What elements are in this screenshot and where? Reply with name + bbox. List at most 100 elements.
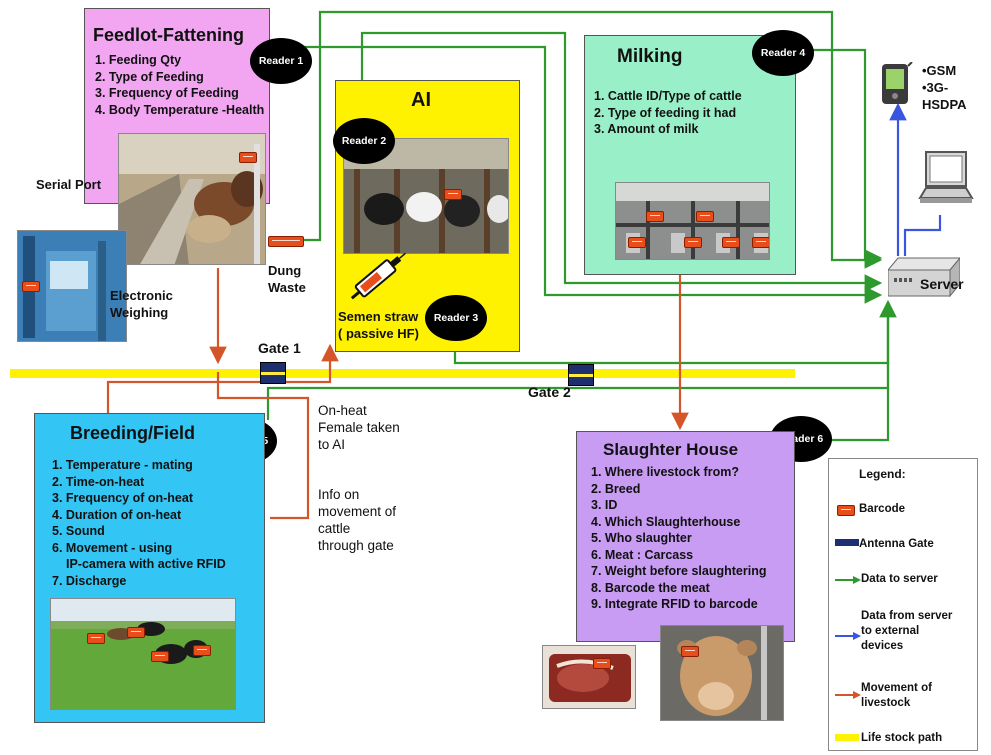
legend-antenna: Antenna Gate [859,538,934,550]
barcode-tag [752,237,769,248]
dung-label: Dung Waste [268,262,306,296]
legend-line: Movement of [861,682,932,694]
field-to-ai-line [216,372,310,520]
list-item: 5. Who slaughter [591,531,692,545]
reader-4: Reader 4 [752,30,814,76]
list-item: 7. Weight before slaughtering [591,564,767,578]
barcode-tag [193,645,211,656]
legend-data-from-server: Data from server to external devices [861,609,952,654]
legend-line: to external [861,625,920,637]
barcode-tag [593,658,611,669]
reader1-line [297,45,883,304]
legend-path: Life stock path [861,732,943,744]
legend-path-swatch [835,734,859,741]
legend-barcode-swatch [837,505,855,516]
info-line: cattle [318,521,351,536]
list-item: 1. Cattle ID/Type of cattle [594,89,742,103]
gate-1-antenna [260,362,286,384]
server-label: Server [920,276,964,292]
barcode-tag [22,281,40,292]
reader6-line [830,305,890,442]
slaughter-title: Slaughter House [603,440,739,459]
barcode-tag [681,646,699,657]
legend-box: Legend: Barcode Antenna Gate Data to ser… [828,458,978,751]
milking-title: Milking [617,46,683,67]
gate-1-label: Gate 1 [258,340,301,356]
list-item: 5. Sound [52,524,105,538]
dung-barcode-tag [268,236,304,247]
gate-2-antenna [568,364,594,386]
mobile-phone-icon [882,62,913,104]
cow-photo [660,625,784,721]
reader-2: Reader 2 [333,118,395,164]
legend-line: Data from server [861,610,953,622]
onheat-line: to AI [318,437,346,452]
meat-photo [542,645,636,709]
legend-line: devices [861,640,904,652]
list-item: 2. Type of feeding it had [594,105,737,120]
legend-barcode: Barcode [859,503,906,515]
reader-1: Reader 1 [250,38,312,84]
legend-title: Legend: [859,467,906,481]
list-item: IP-camera with active RFID [66,557,226,571]
serial-port-label: Serial Port [36,177,102,192]
gate-2-label: Gate 2 [528,384,571,400]
syringe-icon [350,252,406,300]
list-item: 9. Integrate RFID to barcode [591,597,758,611]
onheat-line: Female taken [318,420,400,435]
reader-3: Reader 3 [425,295,487,341]
legend-antenna-swatch [835,539,859,546]
barcode-tag [646,211,664,222]
laptop-icon [918,151,974,203]
legend-data-to-server: Data to server [861,573,938,585]
barcode-tag [628,237,646,248]
weighing-text: Weighing [110,305,169,320]
list-item: 2. Breed [591,481,641,496]
feedlot-photo [118,133,266,265]
barcode-tag [87,633,105,644]
list-item: 3. ID [591,498,618,512]
electronic-weighing-label: Electronic Weighing [110,287,173,321]
barcode-tag [239,152,257,163]
barcode-tag [722,237,740,248]
reader4-line [812,48,883,267]
list-item: 1. Feeding Qty [95,53,182,67]
list-item: 6. Movement - using [52,540,173,555]
barcode-tag [696,211,714,222]
barcode-tag [151,651,169,662]
field-up-line [106,343,339,413]
server-box [886,256,962,298]
info-line: through gate [318,538,394,553]
milking-photo [615,182,770,260]
breeding-title: Breeding/Field [70,423,196,443]
list-item: 1. Where livestock from? [591,465,739,479]
list-item: 3. Frequency of Feeding [95,86,239,100]
gsm-text: •GSM [922,63,957,78]
info-line: Info on [318,487,360,502]
waste-text: Waste [268,280,306,295]
breeding-items: 1. Temperature - mating 2. Time-on-heat … [52,457,226,589]
barcode-tag [127,627,145,638]
electronic-text: Electronic [110,288,173,303]
list-item: 3. Amount of milk [594,122,699,136]
field-photo [50,598,236,710]
dung-text: Dung [268,263,302,278]
onheat-note: On-heat Female taken to AI [318,402,400,453]
feedlot-title: Feedlot-Fattening [93,25,244,45]
passive-text: ( passive HF) [338,326,419,341]
legend-blue-arrow [835,632,861,640]
semen-text: Semen straw [338,309,419,324]
list-item: 4. Which Slaughterhouse [591,514,741,529]
server-to-laptop-line [903,215,942,256]
weighing-photo [17,230,127,342]
milking-items: 1. Cattle ID/Type of cattle 2. Type of f… [594,88,742,138]
list-item: 4. Body Temperature -Health [95,102,265,117]
reader2-line [360,31,883,292]
list-item: 2. Type of Feeding [95,69,204,84]
list-item: 7. Discharge [52,573,127,588]
ai-title: AI [411,89,431,111]
semen-straw-label: Semen straw ( passive HF) [338,308,419,342]
onheat-line: On-heat [318,403,367,418]
legend-green-arrow [835,576,861,584]
